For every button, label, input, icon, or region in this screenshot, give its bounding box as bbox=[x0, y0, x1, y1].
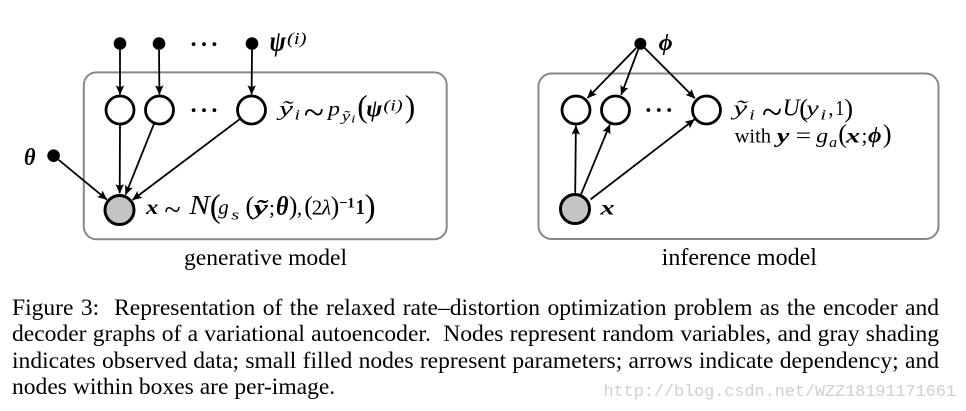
svg-text:inference model: inference model bbox=[662, 245, 818, 271]
svg-text:i: i bbox=[351, 114, 356, 126]
svg-text:1: 1 bbox=[835, 96, 844, 120]
svg-text:with: with bbox=[735, 126, 771, 148]
svg-text:,: , bbox=[828, 96, 833, 120]
svg-text:(: ( bbox=[210, 189, 221, 225]
svg-text:(: ( bbox=[838, 119, 847, 149]
svg-text:generative model: generative model bbox=[184, 245, 348, 271]
svg-text:ỹ: ỹ bbox=[249, 195, 269, 219]
svg-text:ϕ: ϕ bbox=[868, 123, 882, 148]
svg-text:i: i bbox=[820, 107, 826, 123]
svg-text:θ: θ bbox=[276, 190, 289, 220]
svg-text:x: x bbox=[599, 195, 614, 219]
svg-text:): ) bbox=[883, 119, 892, 149]
svg-text:y: y bbox=[773, 124, 791, 148]
svg-text:i: i bbox=[749, 107, 755, 123]
svg-text:(: ( bbox=[357, 89, 368, 124]
svg-text:(: ( bbox=[246, 192, 255, 221]
svg-text:p: p bbox=[326, 96, 340, 120]
svg-text:ỹ: ỹ bbox=[730, 96, 748, 120]
svg-text:): ) bbox=[365, 189, 376, 225]
svg-text:~: ~ bbox=[164, 193, 180, 226]
svg-text:x: x bbox=[145, 195, 158, 219]
svg-text:U: U bbox=[783, 95, 802, 122]
svg-text:=: = bbox=[796, 123, 812, 148]
svg-text:2: 2 bbox=[312, 195, 323, 219]
svg-text:(i): (i) bbox=[383, 98, 402, 115]
svg-text:ỹ: ỹ bbox=[276, 96, 294, 120]
svg-text:~: ~ bbox=[762, 92, 782, 133]
svg-text:λ: λ bbox=[321, 195, 332, 219]
svg-text:): ) bbox=[405, 89, 416, 124]
svg-text:s: s bbox=[231, 208, 239, 224]
svg-text:i: i bbox=[295, 108, 301, 124]
svg-text:1: 1 bbox=[356, 195, 365, 219]
svg-text:(: ( bbox=[304, 192, 313, 221]
svg-text:(: ( bbox=[799, 93, 808, 123]
svg-text:g: g bbox=[218, 195, 229, 219]
svg-text:(i): (i) bbox=[287, 29, 307, 48]
svg-text:ϕ: ϕ bbox=[659, 30, 673, 55]
svg-text:θ: θ bbox=[24, 144, 36, 171]
svg-text:): ) bbox=[844, 93, 853, 123]
svg-text:−1: −1 bbox=[339, 196, 355, 212]
svg-text:~: ~ bbox=[304, 92, 324, 133]
svg-text:ỹ: ỹ bbox=[339, 109, 350, 125]
svg-text:y: y bbox=[804, 96, 820, 120]
svg-text:ψ: ψ bbox=[366, 96, 383, 122]
svg-text:N: N bbox=[188, 190, 212, 220]
svg-text:): ) bbox=[289, 192, 298, 221]
svg-text:a: a bbox=[829, 135, 837, 151]
svg-text:;: ; bbox=[269, 195, 275, 219]
svg-text:x: x bbox=[845, 124, 860, 148]
svg-text:): ) bbox=[331, 192, 340, 221]
svg-text:ψ: ψ bbox=[270, 27, 287, 58]
svg-text:,: , bbox=[297, 195, 302, 219]
svg-text:;: ; bbox=[862, 124, 868, 148]
svg-text:g: g bbox=[816, 124, 828, 148]
